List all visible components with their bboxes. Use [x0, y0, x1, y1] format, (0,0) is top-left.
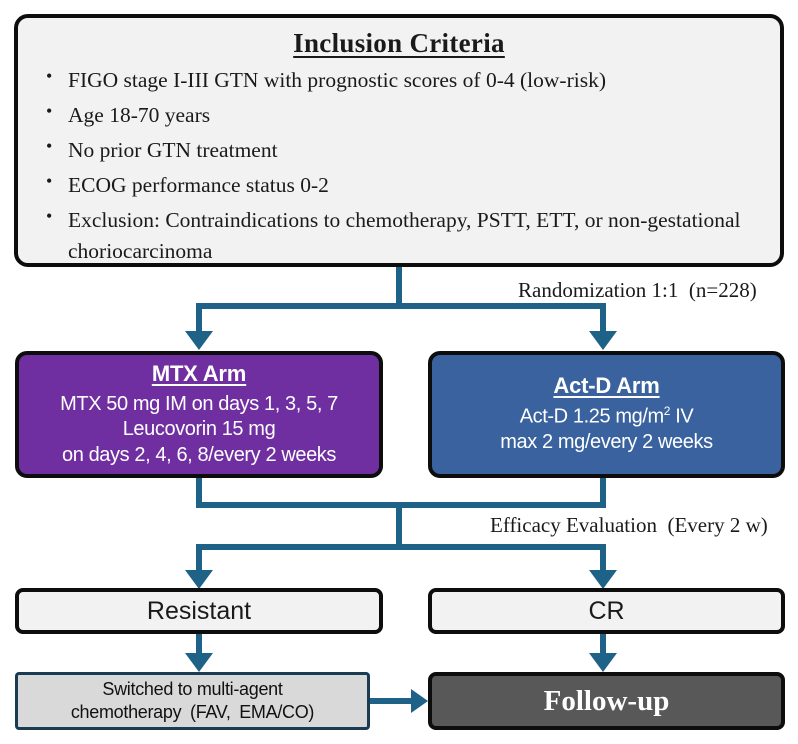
resistant-outcome-box: Resistant	[15, 588, 383, 634]
followup-box: Follow-up	[428, 672, 785, 730]
switched-therapy-box: Switched to multi-agent chemotherapy (FA…	[15, 672, 370, 730]
mtx-arm-box: MTX Arm MTX 50 mg IM on days 1, 3, 5, 7 …	[15, 351, 383, 478]
connector-efficacy-stem	[396, 502, 402, 550]
connector-randomization-left-drop	[196, 303, 202, 331]
connector-randomization-stem	[396, 267, 402, 303]
actd-dose-superscript: 2	[663, 404, 671, 419]
cr-outcome-box: CR	[428, 588, 785, 634]
connector-efficacy-split	[196, 544, 606, 550]
arrow-right-icon-to-followup	[411, 689, 428, 713]
connector-cr-to-followup	[600, 634, 606, 654]
connector-actd-outflow	[600, 478, 606, 508]
list-item: Exclusion: Contraindications to chemothe…	[36, 204, 762, 267]
arrow-down-icon-to-resistant	[185, 570, 213, 589]
actd-arm-box: Act-D Arm Act-D 1.25 mg/m2 IV max 2 mg/e…	[428, 351, 785, 478]
inclusion-criteria-list: FIGO stage I-III GTN with prognostic sco…	[36, 64, 762, 271]
connector-randomization-split	[196, 303, 606, 309]
connector-switched-to-followup	[370, 698, 412, 704]
arrow-down-icon-to-cr	[589, 570, 617, 589]
actd-dose-suffix: IV	[670, 406, 694, 429]
resistant-label: Resistant	[146, 596, 252, 625]
list-item: Age 18-70 years	[36, 99, 762, 131]
followup-label: Follow-up	[543, 684, 670, 717]
inclusion-criteria-title: Inclusion Criteria	[293, 28, 505, 58]
mtx-arm-title: MTX Arm	[151, 361, 247, 387]
connector-to-cr	[600, 544, 606, 571]
connector-resistant-to-switched	[196, 634, 202, 654]
arrow-down-icon-to-actd	[589, 331, 617, 350]
connector-mtx-outflow	[196, 478, 202, 508]
actd-arm-title: Act-D Arm	[553, 373, 660, 399]
actd-arm-line-2: max 2 mg/every 2 weeks	[500, 431, 713, 454]
mtx-arm-line-1: MTX 50 mg IM on days 1, 3, 5, 7	[60, 393, 338, 416]
switched-therapy-line-2: chemotherapy (FAV, EMA/CO)	[70, 702, 315, 722]
arrow-down-icon-to-mtx	[185, 331, 213, 350]
actd-dose-prefix: Act-D 1.25 mg/m	[519, 406, 664, 429]
list-item: No prior GTN treatment	[36, 134, 762, 166]
arrow-down-icon-to-switched	[185, 653, 213, 672]
randomization-label: Randomization 1:1 (n=228)	[518, 278, 757, 302]
cr-label: CR	[588, 596, 625, 625]
mtx-arm-line-2: Leucovorin 15 mg	[122, 418, 276, 441]
arrow-down-icon-to-followup	[589, 653, 617, 672]
list-item: FIGO stage I-III GTN with prognostic sco…	[36, 64, 762, 96]
inclusion-criteria-box: Inclusion Criteria FIGO stage I-III GTN …	[14, 14, 784, 267]
connector-randomization-right-drop	[600, 303, 606, 331]
list-item: ECOG performance status 0-2	[36, 169, 762, 201]
efficacy-evaluation-label: Efficacy Evaluation (Every 2 w)	[490, 513, 768, 537]
connector-to-resistant	[196, 544, 202, 571]
actd-arm-line-1: Act-D 1.25 mg/m2 IV	[520, 404, 694, 430]
mtx-arm-line-3: on days 2, 4, 6, 8/every 2 weeks	[61, 443, 337, 466]
switched-therapy-line-1: Switched to multi-agent	[102, 678, 283, 699]
